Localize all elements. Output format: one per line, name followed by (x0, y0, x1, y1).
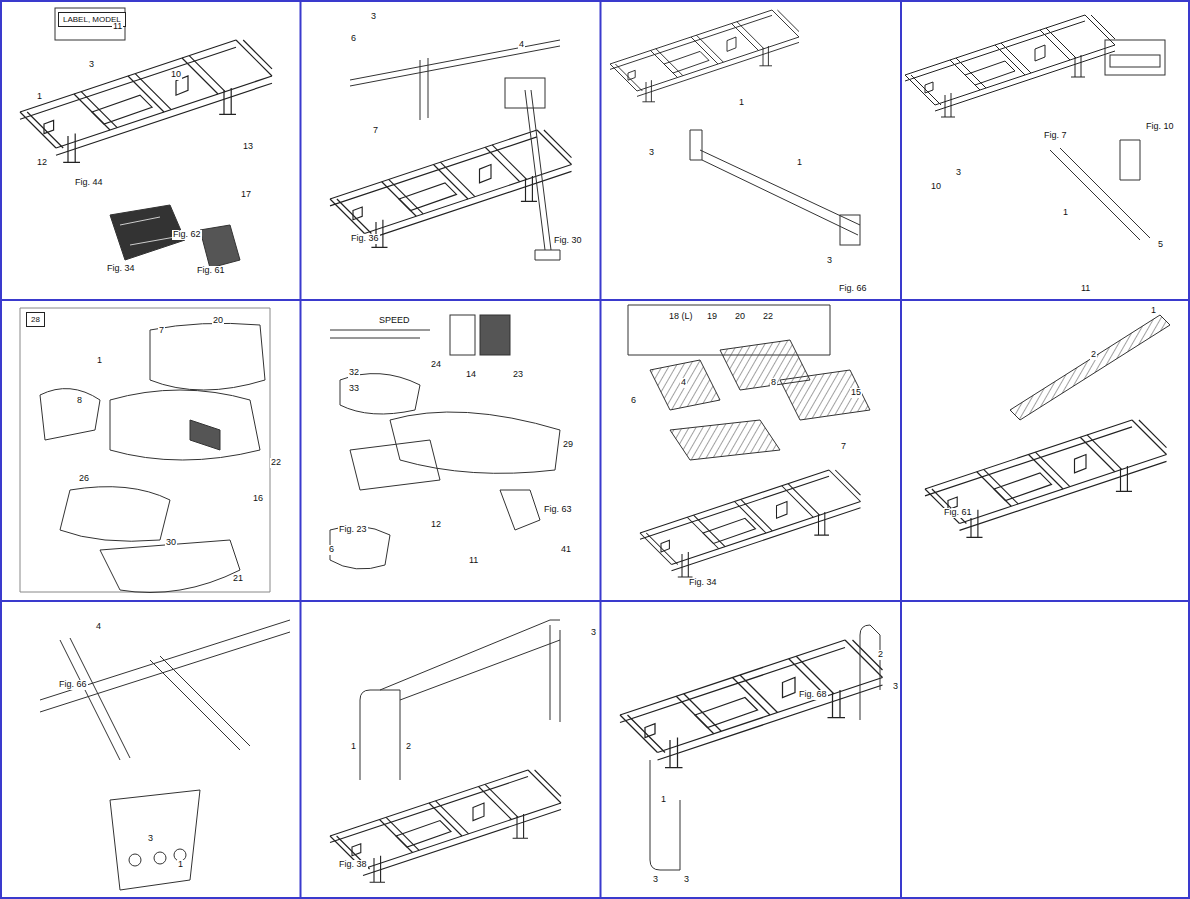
callout-number: 11 (112, 22, 123, 32)
callout-number: 24 (430, 360, 442, 370)
callout-number: Fig. 63 (543, 505, 573, 515)
callout-number: 3 (826, 256, 833, 266)
callout-number: 2 (405, 742, 412, 752)
callout-number: Fig. 61 (196, 266, 226, 276)
callout-number: 7 (372, 126, 379, 136)
callout-number: 1 (738, 98, 745, 108)
callout-number: 1 (1150, 306, 1157, 316)
callout-number: 1 (96, 356, 103, 366)
callout-number: Fig. 66 (58, 680, 88, 690)
callout-number: Fig. 7 (1043, 131, 1068, 141)
callout-number: 12 (430, 520, 442, 530)
callout-number: 21 (232, 574, 244, 584)
callout-number: SPEED (378, 316, 411, 326)
callout-number: 41 (560, 545, 572, 555)
callout-number: 1 (660, 795, 667, 805)
callout-number: 7 (840, 442, 847, 452)
callout-number: 30 (165, 538, 177, 548)
callout-number: Fig. 61 (943, 508, 973, 518)
callout-number: 3 (683, 875, 690, 885)
callout-number: 3 (955, 168, 962, 178)
callout-number: 20 (212, 316, 224, 326)
callout-number: Fig. 36 (350, 234, 380, 244)
callout-number: 15 (850, 388, 862, 398)
callout-number: 12 (36, 158, 48, 168)
callout-number: 1 (796, 158, 803, 168)
callout-number: 3 (648, 148, 655, 158)
callout-number: Fig. 23 (338, 525, 368, 535)
callout-number: 20 (734, 312, 746, 322)
callout-number: 1 (177, 860, 184, 870)
callout-number: Fig. 30 (553, 236, 583, 246)
callout-number: 7 (158, 326, 165, 336)
callout-number: 26 (78, 474, 90, 484)
callout-number: 29 (562, 440, 574, 450)
callout-number: Fig. 66 (838, 284, 868, 294)
callout-number: 8 (770, 378, 777, 388)
callout-number: 8 (76, 396, 83, 406)
callout-number: 10 (930, 182, 942, 192)
callout-number: 17 (240, 190, 252, 200)
callout-number: 4 (95, 622, 102, 632)
callout-number: 3 (652, 875, 659, 885)
callout-number: 18 (L) (668, 312, 694, 322)
callout-number: 3 (370, 12, 377, 22)
callout-number: 4 (518, 40, 525, 50)
label-box: 28 (26, 312, 45, 327)
component-drawings (20, 8, 1170, 890)
callout-number: 14 (465, 370, 477, 380)
callout-number: 19 (706, 312, 718, 322)
callout-number: 1 (1062, 208, 1069, 218)
box-text: 28 (31, 315, 40, 324)
callout-number: 11 (1080, 284, 1091, 294)
callout-number: Fig. 34 (688, 578, 718, 588)
callout-number: 22 (270, 458, 282, 468)
callout-number: 16 (252, 494, 264, 504)
callout-number: 33 (348, 384, 360, 394)
callout-number: Fig. 62 (172, 230, 202, 240)
callout-number: 10 (170, 70, 182, 80)
callout-number: 13 (242, 142, 254, 152)
frame-drawings (20, 10, 1167, 882)
callout-number: Fig. 34 (106, 264, 136, 274)
callout-number: Fig. 10 (1145, 122, 1175, 132)
callout-number: 3 (88, 60, 95, 70)
callout-number: Fig. 44 (74, 178, 104, 188)
callout-number: 22 (762, 312, 774, 322)
callout-number: 6 (350, 34, 357, 44)
callout-number: 3 (147, 834, 154, 844)
callout-number: 5 (1157, 240, 1164, 250)
callout-number: 11 (468, 556, 479, 566)
callout-number: Fig. 38 (338, 860, 368, 870)
callout-number: Fig. 68 (798, 690, 828, 700)
callout-number: 4 (680, 378, 687, 388)
callout-number: 3 (892, 682, 899, 692)
callout-number: 32 (348, 368, 360, 378)
callout-number: 3 (590, 628, 597, 638)
callout-number: 1 (350, 742, 357, 752)
callout-number: 1 (36, 92, 43, 102)
callout-number: 2 (1090, 350, 1097, 360)
callout-number: 6 (630, 396, 637, 406)
callout-number: 23 (512, 370, 524, 380)
callout-number: 2 (877, 650, 884, 660)
callout-number: 6 (328, 545, 335, 555)
